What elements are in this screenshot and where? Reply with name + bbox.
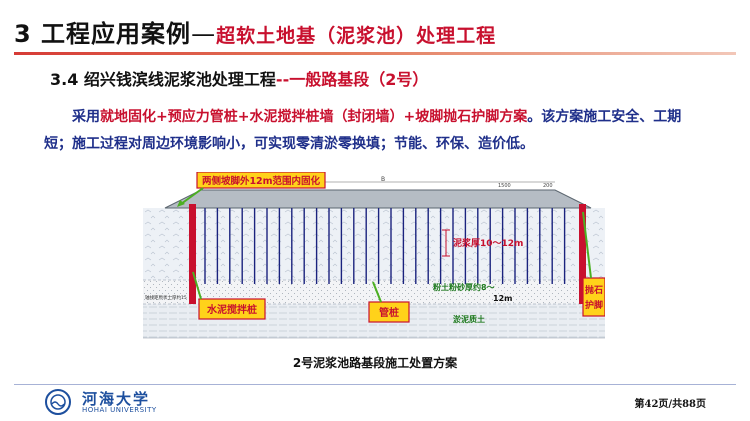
silty-sand-label-2: 12m — [493, 294, 512, 303]
mixing-pile-callout-text: 水泥搅拌桩 — [206, 303, 257, 316]
scheme-description: 采用就地固化+预应力管桩+水泥搅拌桩墙（封闭墙）+坡脚抛石护脚方案。该方案施工安… — [44, 104, 709, 158]
solidification-callout-text: 两侧坡脚外12m范围内固化 — [202, 175, 321, 187]
subgrade-cross-section-diagram: B 1500 200 两侧坡脚外12m范围内固化 轴线距原状土厚约15 泥浆厚1… — [143, 172, 605, 339]
subtitle-red: --一般路基段（2号） — [275, 70, 429, 89]
silty-sand-label-1: 粉土粉砂厚约8～ — [433, 282, 495, 292]
title-underline — [14, 52, 736, 55]
riprap-callout-box — [582, 277, 605, 317]
para-lead: 采用 — [72, 109, 100, 125]
pipe-piles — [204, 208, 566, 284]
footer-divider — [14, 384, 736, 385]
riprap-callout-line1: 抛石 — [585, 284, 603, 296]
left-mixing-pile-wall — [189, 204, 196, 304]
logo-text-cn: 河海大学 — [82, 390, 151, 408]
para-highlight: 就地固化+预应力管桩+水泥搅拌桩墙（封闭墙）+坡脚抛石护脚方案 — [100, 109, 528, 125]
title-main: 3 工程应用案例 — [14, 20, 192, 48]
logo-text-en: HOHAI UNIVERSITY — [82, 406, 157, 414]
pipe-pile-callout-text: 管桩 — [379, 306, 399, 319]
silt-layer-label: 淤泥质土 — [453, 314, 485, 324]
embankment — [164, 189, 592, 209]
page-number: 第42页/共88页 — [634, 399, 706, 410]
right-mixing-pile-wall — [579, 204, 586, 304]
hohai-logo-icon — [45, 389, 71, 415]
left-note: 轴线距原状土厚约15 — [145, 294, 187, 301]
subtitle-main: 3.4 绍兴钱滨线泥浆池处理工程 — [50, 70, 276, 89]
mud-thickness-label: 泥浆厚10～12m — [453, 237, 523, 249]
slide-title: 3 工程应用案例—超软土地基（泥浆池）处理工程 — [14, 14, 496, 49]
solidification-callout-box — [196, 172, 326, 189]
title-red: 超软土地基（泥浆池）处理工程 — [216, 25, 497, 47]
title-dash: — — [191, 20, 217, 48]
para-rest: 。该方案施工安全、工期短；施工过程对周边环境影响小，可实现零清淤零换填；节能、环… — [44, 109, 682, 152]
dim-1500: 1500 — [498, 183, 511, 189]
diagram-caption: 2号泥浆池路基段施工处置方案 — [292, 356, 458, 370]
mixing-pile-callout-box — [198, 298, 266, 320]
dim-b: B — [381, 176, 385, 183]
dim-200: 200 — [543, 183, 553, 189]
section-subtitle: 3.4 绍兴钱滨线泥浆池处理工程--一般路基段（2号） — [50, 66, 428, 90]
pipe-pile-callout-box — [368, 301, 410, 323]
riprap-callout-line2: 护脚 — [585, 299, 603, 311]
